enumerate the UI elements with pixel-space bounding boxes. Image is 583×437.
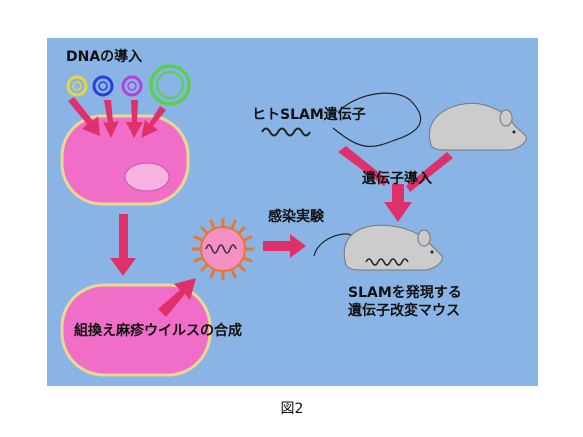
label-transgenic-mouse-line1: SLAMを発現する xyxy=(348,285,462,301)
arrow-icon-gene-intro xyxy=(338,146,453,222)
label-recombinant-virus: 組換え麻疹ウイルスの合成 xyxy=(74,323,242,339)
mouse-icon-bottom xyxy=(313,224,443,271)
arrow-icon-to-mouse xyxy=(263,234,306,258)
dna-wave-icon-mouse xyxy=(365,258,409,266)
dna-intro-arrows xyxy=(68,97,166,138)
label-transgenic-mouse-line2: 遺伝子改変マウス xyxy=(348,303,460,319)
label-dna-intro: DNAの導入 xyxy=(66,49,143,65)
label-infection-experiment: 感染実験 xyxy=(268,209,324,225)
plasmid-icon-green xyxy=(149,64,191,106)
figure-caption: 図2 xyxy=(280,401,304,417)
plasmid-icon-yellow xyxy=(66,75,88,97)
nucleus-top xyxy=(124,162,170,192)
arrow-icon-down xyxy=(110,214,136,276)
dna-wave-icon-slam xyxy=(261,127,311,137)
label-gene-intro: 遺伝子導入 xyxy=(362,171,432,187)
plasmid-icon-purple xyxy=(121,75,143,97)
plasmid-icon-blue xyxy=(92,75,114,97)
cell-icon-top xyxy=(60,114,190,206)
virus-icon xyxy=(191,217,255,281)
label-human-slam-gene: ヒトSLAM遺伝子 xyxy=(252,107,366,123)
mouse-icon-top xyxy=(332,92,527,151)
dna-wave-icon-virus xyxy=(205,244,237,254)
arrow-icon-to-virus xyxy=(158,278,196,317)
